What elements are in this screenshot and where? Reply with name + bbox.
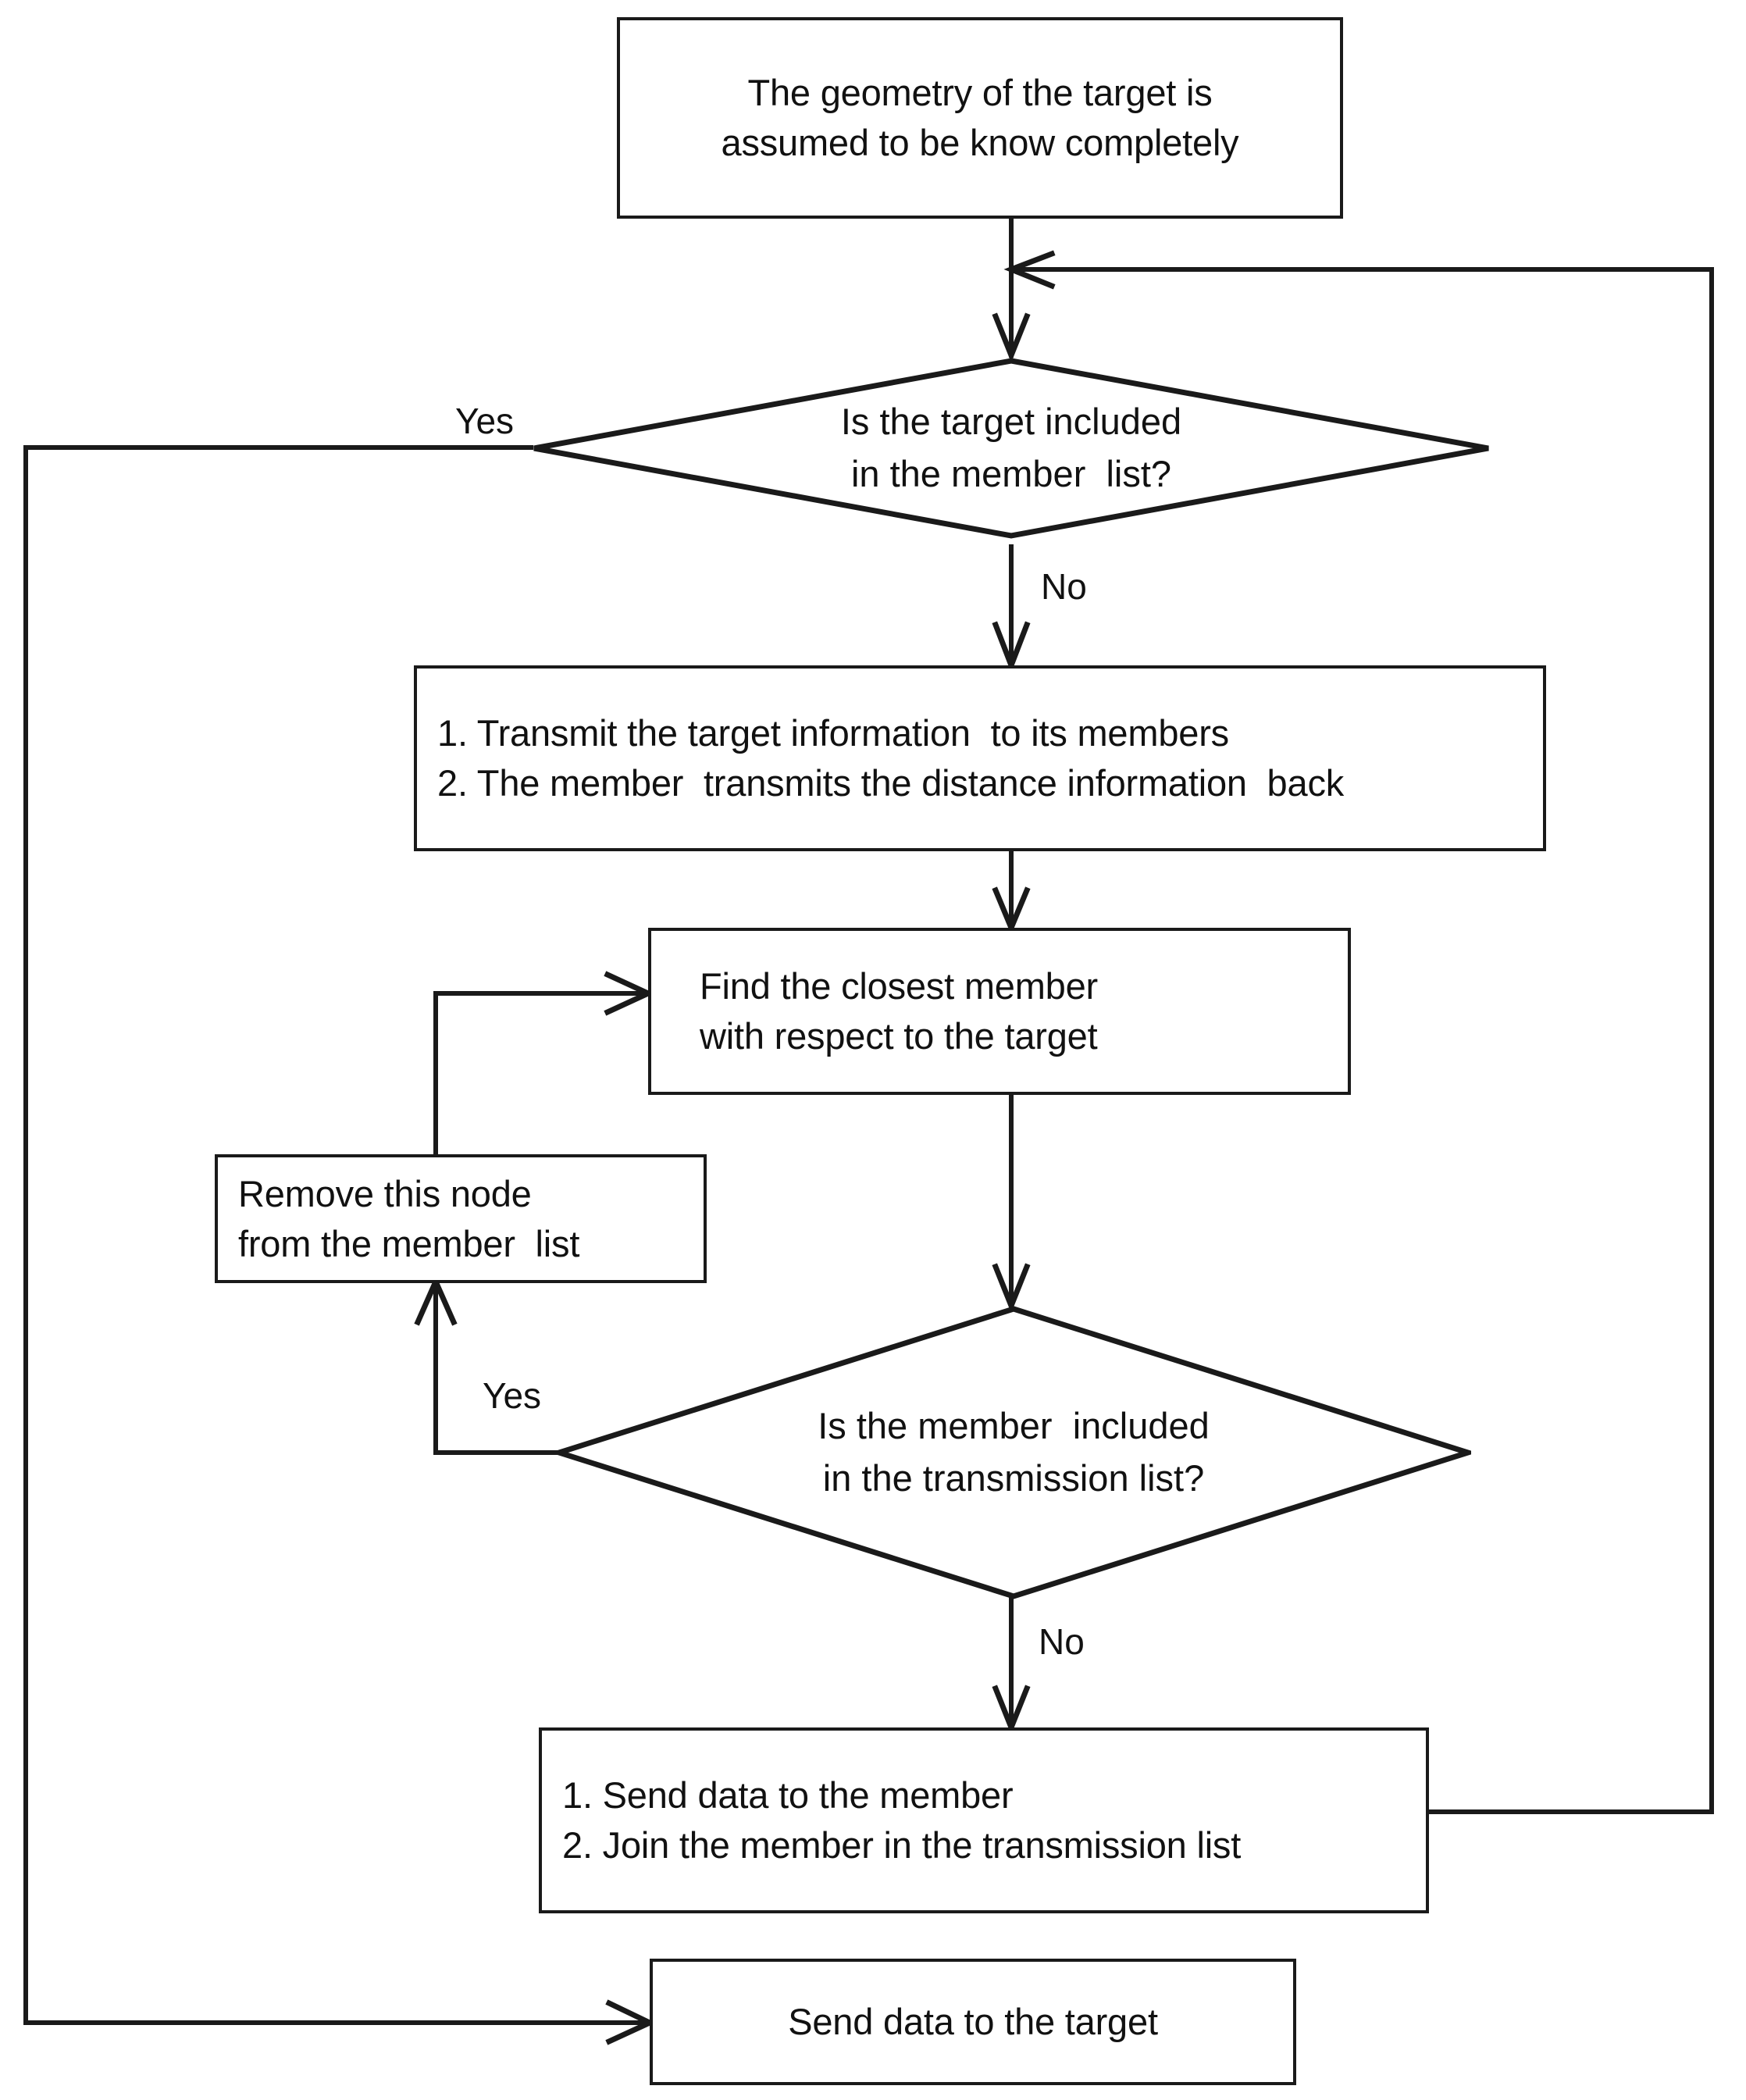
node-send-join-steps-line1: 1. Send data to the member xyxy=(562,1774,1014,1817)
arrowhead-into-remove-box xyxy=(414,1275,458,1326)
node-find-closest-member-line2: with respect to the target xyxy=(700,1015,1098,1057)
node-transmit-steps-line1: 1. Transmit the target information to it… xyxy=(437,712,1229,754)
node-decision-target-in-member-list: Is the target included in the member lis… xyxy=(531,358,1491,539)
decision1-line1: Is the target included xyxy=(840,401,1182,443)
decision2-line1: Is the member included xyxy=(818,1405,1210,1447)
node-remove-node-line2: from the member list xyxy=(238,1222,580,1264)
decision2-shape xyxy=(556,1306,1471,1599)
edge-label-yes-target-in-list: Yes xyxy=(455,401,515,441)
node-send-data-to-target-line1: Send data to the target xyxy=(788,2001,1158,2043)
node-decision-member-in-transmission-list: Is the member included in the transmissi… xyxy=(556,1306,1471,1599)
node-send-data-to-target: Send data to the target xyxy=(650,1959,1296,2085)
node-find-closest-member: Find the closest member with respect to … xyxy=(648,928,1351,1095)
node-remove-node: Remove this node from the member list xyxy=(215,1154,707,1283)
node-send-join-steps: 1. Send data to the member 2. Join the m… xyxy=(539,1727,1429,1913)
arrowhead-into-find-box xyxy=(992,886,1031,936)
arrowhead-into-find-box-left xyxy=(604,971,655,1016)
node-send-join-steps-line2: 2. Join the member in the transmission l… xyxy=(562,1824,1242,1866)
node-transmit-steps-line2: 2. The member transmits the distance inf… xyxy=(437,762,1345,804)
edge-label-yes-member-in-list: Yes xyxy=(483,1375,542,1416)
arrowhead-into-transmit-box xyxy=(992,621,1031,673)
arrowhead-decision2-top xyxy=(992,1263,1031,1314)
arrowhead-decision1-top xyxy=(992,312,1031,363)
node-transmit-steps: 1. Transmit the target information to it… xyxy=(414,665,1546,851)
node-start-assumption: The geometry of the target is assumed to… xyxy=(617,17,1343,219)
node-remove-node-line1: Remove this node xyxy=(238,1172,532,1214)
node-start-assumption-line2: assumed to be know completely xyxy=(721,122,1239,163)
decision2-line2: in the transmission list? xyxy=(822,1457,1205,1499)
arrowhead-into-send-target xyxy=(605,1999,657,2045)
node-find-closest-member-line1: Find the closest member xyxy=(700,965,1098,1007)
decision1-shape xyxy=(533,358,1489,539)
arrowhead-into-send-join-box xyxy=(992,1685,1031,1735)
edge-label-no-member-in-list: No xyxy=(1039,1621,1085,1662)
arrowhead-feedback-into-spine xyxy=(1003,250,1056,290)
node-start-assumption-line1: The geometry of the target is xyxy=(747,72,1213,114)
edge-label-no-target-in-list: No xyxy=(1041,566,1087,607)
decision1-line2: in the member list? xyxy=(850,453,1172,494)
